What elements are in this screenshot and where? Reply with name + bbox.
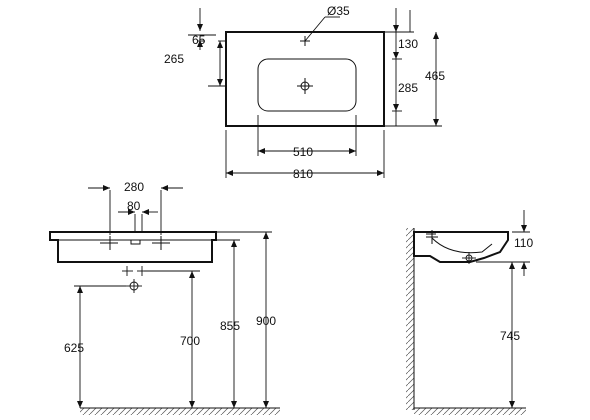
top-view: Ø35 65 265 130 285 465 <box>164 4 445 181</box>
side-floor <box>414 408 526 415</box>
side-view: 110 745 <box>406 210 533 415</box>
depth-total-label: 465 <box>425 69 445 83</box>
depth-bowl-label: 285 <box>398 81 418 95</box>
front-floor <box>80 408 280 415</box>
tap-span-label: 280 <box>124 180 144 194</box>
tap-offset-label: 65 <box>192 33 206 47</box>
tap-cross-icon <box>100 236 170 250</box>
basin-offset-label: 265 <box>164 52 184 66</box>
width-total-label: 810 <box>293 167 313 181</box>
siphon-icon <box>122 266 148 293</box>
side-tap-icon <box>426 230 438 244</box>
top-view-bowl <box>257 58 357 112</box>
tap-center-label: 80 <box>127 199 141 213</box>
drain-icon <box>297 78 313 94</box>
side-siphon-icon <box>462 252 476 264</box>
hole-diameter-label: Ø35 <box>327 4 350 18</box>
bracket-height-label: 745 <box>500 329 520 343</box>
top-height-label: 900 <box>256 314 276 328</box>
front-view: 280 80 <box>49 180 280 415</box>
front-view-basin <box>49 231 217 263</box>
width-bowl-label: 510 <box>293 145 313 159</box>
siphon-height-label: 625 <box>64 341 84 355</box>
top-view-basin-outline <box>225 31 385 127</box>
side-wall <box>406 228 414 410</box>
rim-height-label: 110 <box>514 236 533 250</box>
side-view-basin <box>413 231 509 263</box>
depth-front-label: 130 <box>398 37 418 51</box>
underside-height-label: 855 <box>220 319 240 333</box>
outlet-height-label: 700 <box>180 334 200 348</box>
